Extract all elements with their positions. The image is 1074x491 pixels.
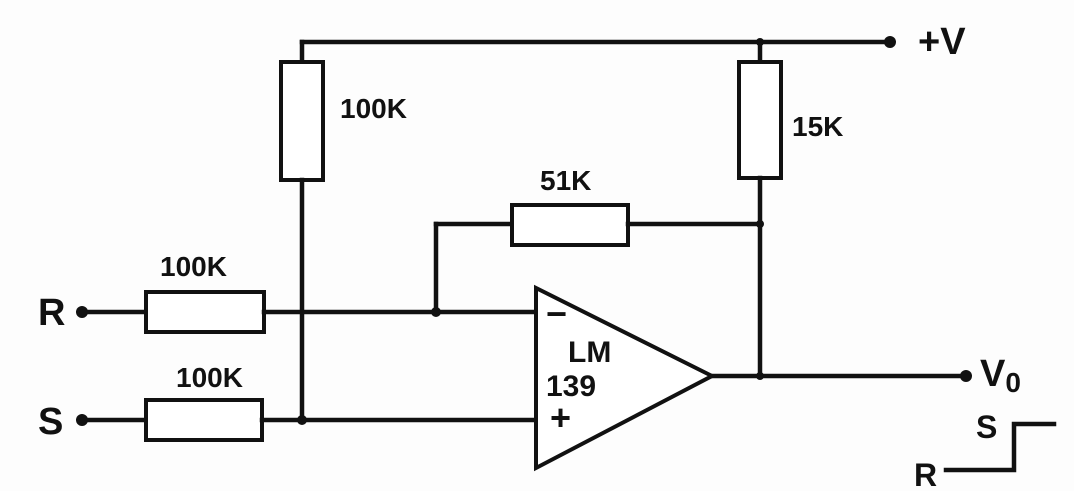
- comparator-label-line2: 139: [546, 370, 596, 403]
- supply-terminal: [884, 36, 896, 48]
- pullup-left-value: 100K: [340, 93, 407, 124]
- pullup-right-resistor: [737, 60, 783, 180]
- comparator-label-line1: LM: [568, 336, 611, 369]
- pullup-left-junction: [297, 415, 307, 425]
- output-junction: [756, 372, 764, 380]
- s-input-label: S: [38, 401, 63, 443]
- r-input-resistor-value: 100K: [160, 251, 227, 282]
- waveform-r-label: R: [914, 457, 937, 491]
- output-label: V0: [980, 353, 1021, 398]
- feedback-junction-left: [431, 307, 441, 317]
- s-input-resistor-value: 100K: [176, 362, 243, 393]
- pullup-left-resistor: [279, 60, 325, 182]
- comparator-triangle: [534, 284, 717, 472]
- r-input-resistor: [144, 290, 266, 334]
- output-terminal: [960, 370, 972, 382]
- inverting-sign: −: [546, 293, 567, 334]
- supply-label: +V: [918, 21, 966, 63]
- pullup-right-value: 15K: [792, 111, 843, 142]
- waveform-s-label: S: [976, 409, 997, 445]
- waveform-step: [943, 421, 1057, 473]
- feedback-junction-right: [756, 220, 764, 228]
- noninverting-sign: +: [550, 397, 571, 438]
- s-input-resistor: [144, 398, 264, 442]
- feedback-value: 51K: [540, 165, 591, 196]
- r-input-label: R: [38, 292, 65, 334]
- output-label-subscript: 0: [1005, 367, 1021, 398]
- feedback-resistor: [510, 203, 630, 247]
